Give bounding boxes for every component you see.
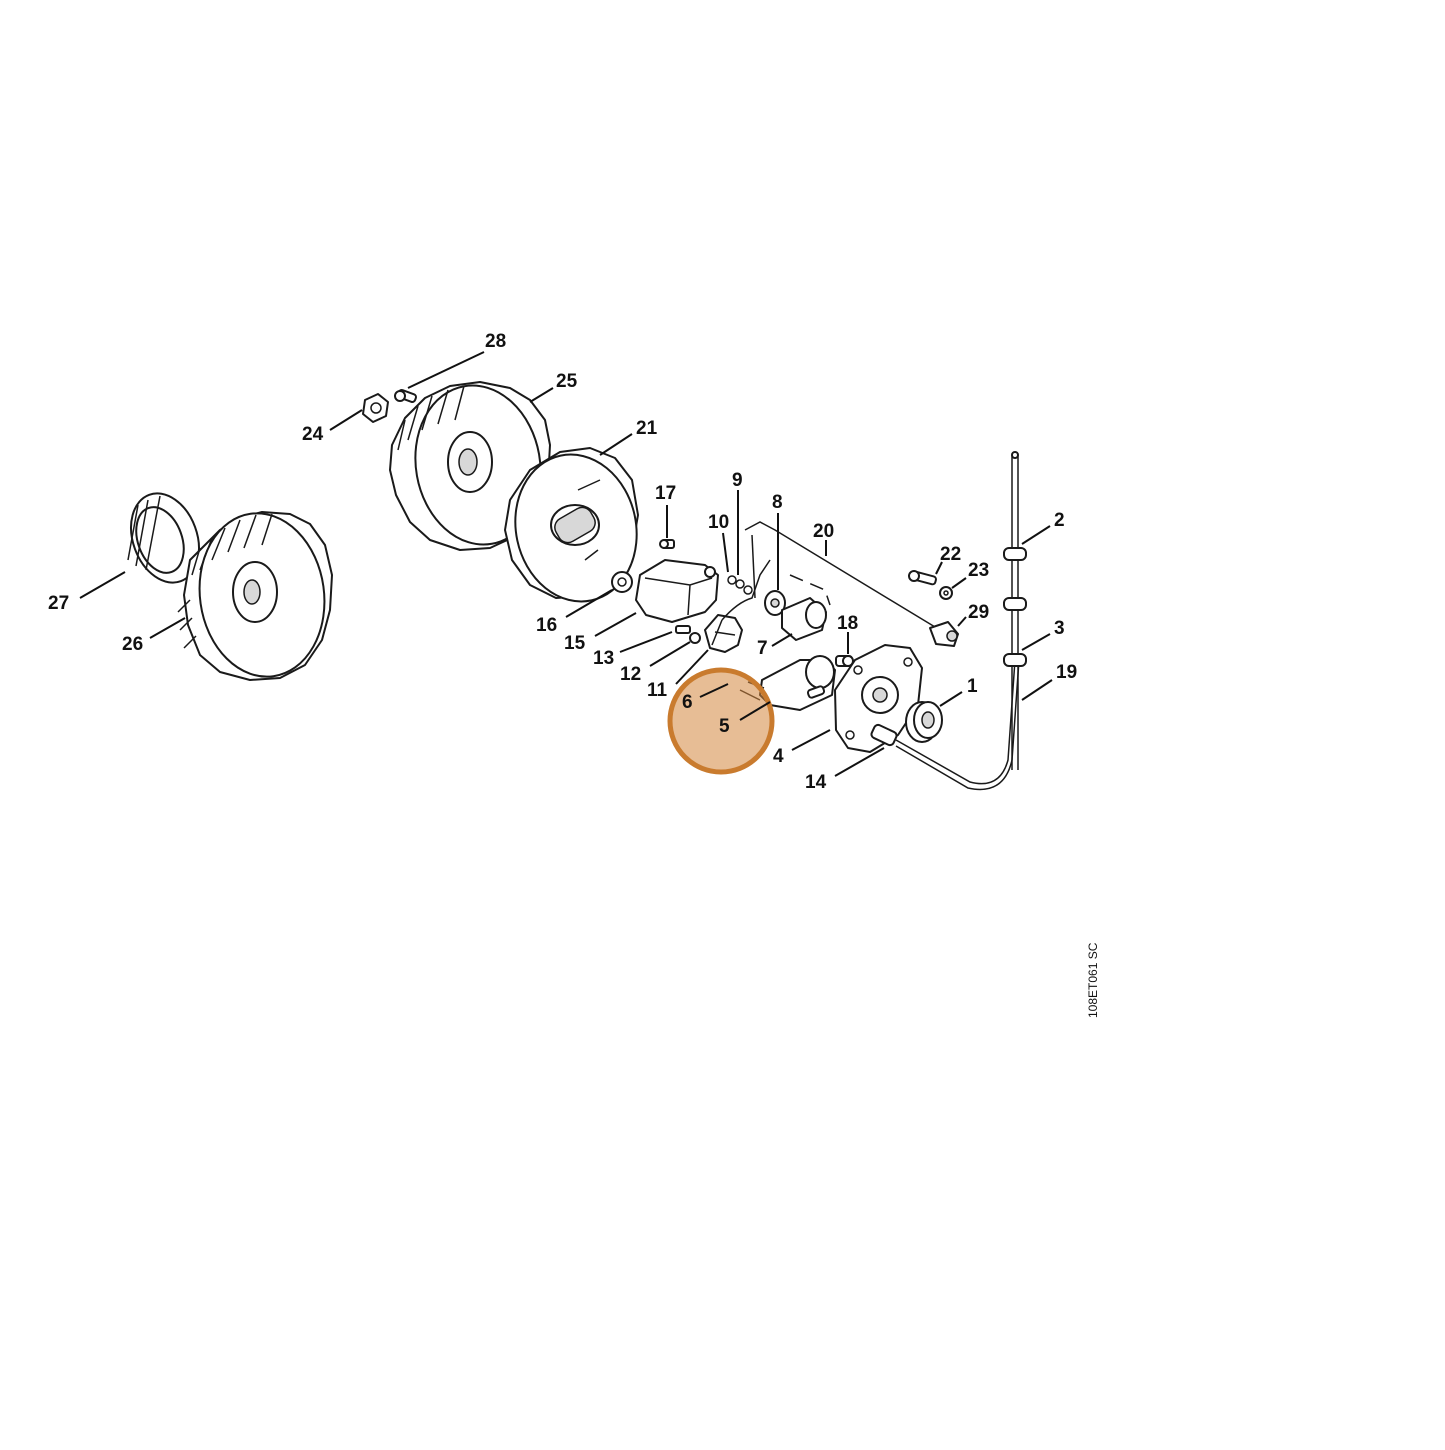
- callout-8: 8: [772, 492, 783, 513]
- callout-16: 16: [536, 615, 557, 636]
- callout-11: 11: [647, 680, 668, 701]
- callout-21: 21: [636, 418, 658, 439]
- part-9-10-springs: [721, 559, 771, 621]
- callout-10: 10: [708, 512, 729, 533]
- callout-28: 28: [485, 331, 506, 352]
- callout-5: 5: [719, 716, 730, 737]
- callout-18: 18: [837, 613, 858, 634]
- part-13-screw: [675, 625, 691, 634]
- part-20-wire: [744, 521, 941, 631]
- callout-26: 26: [122, 634, 143, 655]
- highlight-circle: [667, 667, 775, 775]
- callout-13: 13: [593, 648, 614, 669]
- part-16-washer: [611, 571, 633, 593]
- callout-1: 1: [967, 676, 978, 697]
- callout-3: 3: [1054, 618, 1065, 639]
- callout-20: 20: [813, 521, 834, 542]
- callout-4: 4: [773, 746, 784, 767]
- part-22-screw: [908, 570, 937, 586]
- drawing-reference-id: 108ET061 SC: [1086, 942, 1100, 1018]
- callout-24: 24: [302, 424, 324, 445]
- part-17-screw: [659, 539, 675, 549]
- part-18-screw: [835, 655, 854, 667]
- part-15-housing: [635, 559, 719, 623]
- part-23-washer: [939, 586, 953, 600]
- part-12-washer: [689, 632, 701, 644]
- callout-2: 2: [1054, 510, 1065, 531]
- callout-17: 17: [655, 483, 676, 504]
- part-26-clutch-drum: [177, 511, 333, 681]
- callout-14: 14: [805, 772, 827, 793]
- callout-7: 7: [757, 638, 768, 659]
- part-3-sleeve: [1003, 653, 1027, 667]
- part-7-sleeve: [781, 597, 827, 641]
- callout-9: 9: [732, 470, 743, 491]
- part-29-grommet: [929, 621, 959, 647]
- part-19-lead: [1011, 451, 1019, 770]
- callout-19: 19: [1056, 662, 1077, 683]
- part-2-sleeve: [1003, 547, 1027, 611]
- callout-6: 6: [682, 692, 693, 713]
- callout-23: 23: [968, 560, 989, 581]
- leader-lines: [79, 351, 1053, 777]
- callout-12: 12: [620, 664, 641, 685]
- callout-25: 25: [556, 371, 578, 392]
- callout-22: 22: [940, 544, 961, 565]
- part-21-drum: [504, 447, 639, 603]
- callout-27: 27: [48, 593, 69, 614]
- part-27-bearing: [127, 492, 200, 584]
- callout-labels: 1 2 3 4 5 6 7 8 9 10 11 12 13 14 15 16 1…: [48, 331, 1077, 793]
- part-28-screw: [394, 389, 417, 403]
- callout-15: 15: [564, 633, 586, 654]
- part-11-bracket: [704, 614, 743, 653]
- part-8-bushing: [764, 590, 786, 616]
- part-24-nut: [362, 393, 389, 423]
- callout-29: 29: [968, 602, 989, 623]
- part-1-hub: [905, 701, 943, 743]
